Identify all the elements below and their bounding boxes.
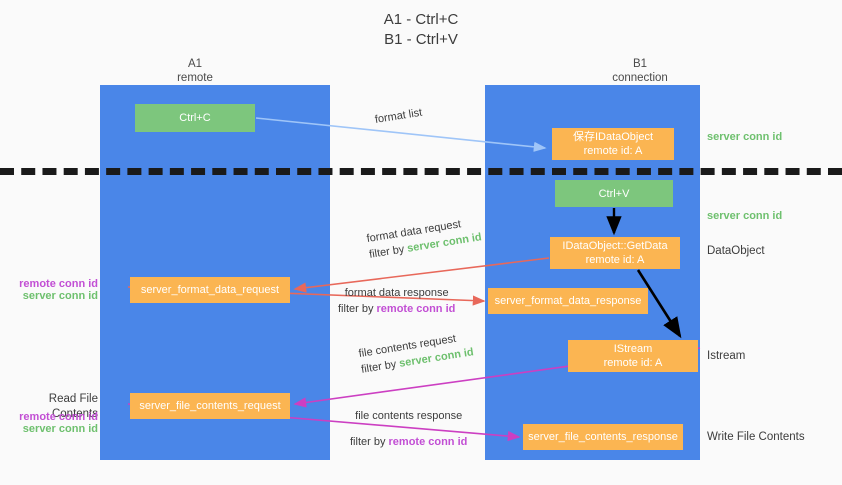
box-server-file-contents-request[interactable]: server_file_contents_request <box>130 393 290 419</box>
annotation-file-contents-response-line2: filter by remote conn id <box>350 434 467 450</box>
box-ctrl-v-label: Ctrl+V <box>598 187 630 200</box>
annotation-file-contents-request: file contents request filter by server c… <box>357 328 475 377</box>
column-a1-name: A1 <box>187 58 203 70</box>
label-istream: Istream <box>707 350 746 362</box>
annotation-filter-prefix: filter by <box>360 357 401 376</box>
box-istream-label: IStream <box>613 343 653 355</box>
box-ctrl-c-label: Ctrl+C <box>179 112 211 124</box>
box-istream-sublabel: remote id: A <box>603 357 663 369</box>
label-server-conn-id-top: server conn id <box>707 131 783 143</box>
label-server-conn-id-lower: server conn id <box>22 423 98 435</box>
box-server-format-data-response[interactable]: server_format_data_response <box>488 288 648 314</box>
annotation-filter-value: remote conn id <box>388 436 468 448</box>
box-getdata[interactable]: IDataObject::GetData remote id: A <box>550 237 680 269</box>
annotation-file-contents-response: file contents response filter by remote … <box>350 408 467 450</box>
label-conn-ids-lower: remote conn id server conn id <box>8 411 98 435</box>
annotation-format-data-response: format data response filter by remote co… <box>338 285 455 317</box>
box-server-format-data-request[interactable]: server_format_data_request <box>130 277 290 303</box>
label-remote-conn-id-lower: remote conn id <box>19 411 98 423</box>
title-line-2: B1 - Ctrl+V <box>384 31 458 48</box>
box-ctrl-v[interactable]: Ctrl+V <box>555 180 673 207</box>
label-server-conn-id-mid: server conn id <box>707 210 783 222</box>
annotation-filter-value: remote conn id <box>376 303 456 315</box>
column-header-b1: B1 connection <box>565 57 715 85</box>
box-save-idataobject-sublabel: remote id: A <box>583 145 643 157</box>
annotation-filter-prefix: filter by <box>338 303 377 315</box>
column-b1-role: connection <box>612 72 668 84</box>
column-header-a1: A1 remote <box>120 57 270 85</box>
box-server-file-contents-request-label: server_file_contents_request <box>139 400 281 412</box>
annotation-format-data-response-line2: filter by remote conn id <box>338 301 455 317</box>
annotation-filter-prefix: filter by <box>368 242 409 261</box>
annotation-file-contents-response-line1: file contents response <box>355 410 463 422</box>
box-istream[interactable]: IStream remote id: A <box>568 340 698 372</box>
box-server-format-data-request-label: server_format_data_request <box>140 284 280 296</box>
box-server-file-contents-response-label: server_file_contents_response <box>528 431 678 443</box>
label-remote-conn-id-upper: remote conn id <box>19 278 98 290</box>
label-conn-ids-upper: remote conn id server conn id <box>8 278 98 302</box>
label-dataobject: DataObject <box>707 245 765 257</box>
label-server-conn-id-upper: server conn id <box>22 290 98 302</box>
dashed-divider <box>0 168 842 175</box>
box-save-idataobject[interactable]: 保存IDataObject remote id: A <box>552 128 674 160</box>
annotation-filter-prefix: filter by <box>350 436 389 448</box>
annotation-format-list: format list <box>374 106 424 126</box>
box-getdata-label: IDataObject::GetData <box>562 240 668 252</box>
column-b1-name: B1 <box>632 58 648 70</box>
annotation-format-data-request: format data request filter by server con… <box>365 213 483 262</box>
annotation-format-data-response-line1: format data response <box>344 287 449 299</box>
page-title: A1 - Ctrl+C B1 - Ctrl+V <box>0 10 842 50</box>
column-a1-role: remote <box>177 72 213 84</box>
label-write-file-contents: Write File Contents <box>707 431 805 443</box>
box-server-file-contents-response[interactable]: server_file_contents_response <box>523 424 683 450</box>
title-line-1: A1 - Ctrl+C <box>383 11 459 28</box>
box-getdata-sublabel: remote id: A <box>585 254 645 266</box>
box-save-idataobject-label: 保存IDataObject <box>572 131 654 143</box>
box-ctrl-c[interactable]: Ctrl+C <box>135 104 255 132</box>
label-read-file-contents: Read File Contents <box>48 393 98 420</box>
box-server-format-data-response-label: server_format_data_response <box>494 295 642 307</box>
